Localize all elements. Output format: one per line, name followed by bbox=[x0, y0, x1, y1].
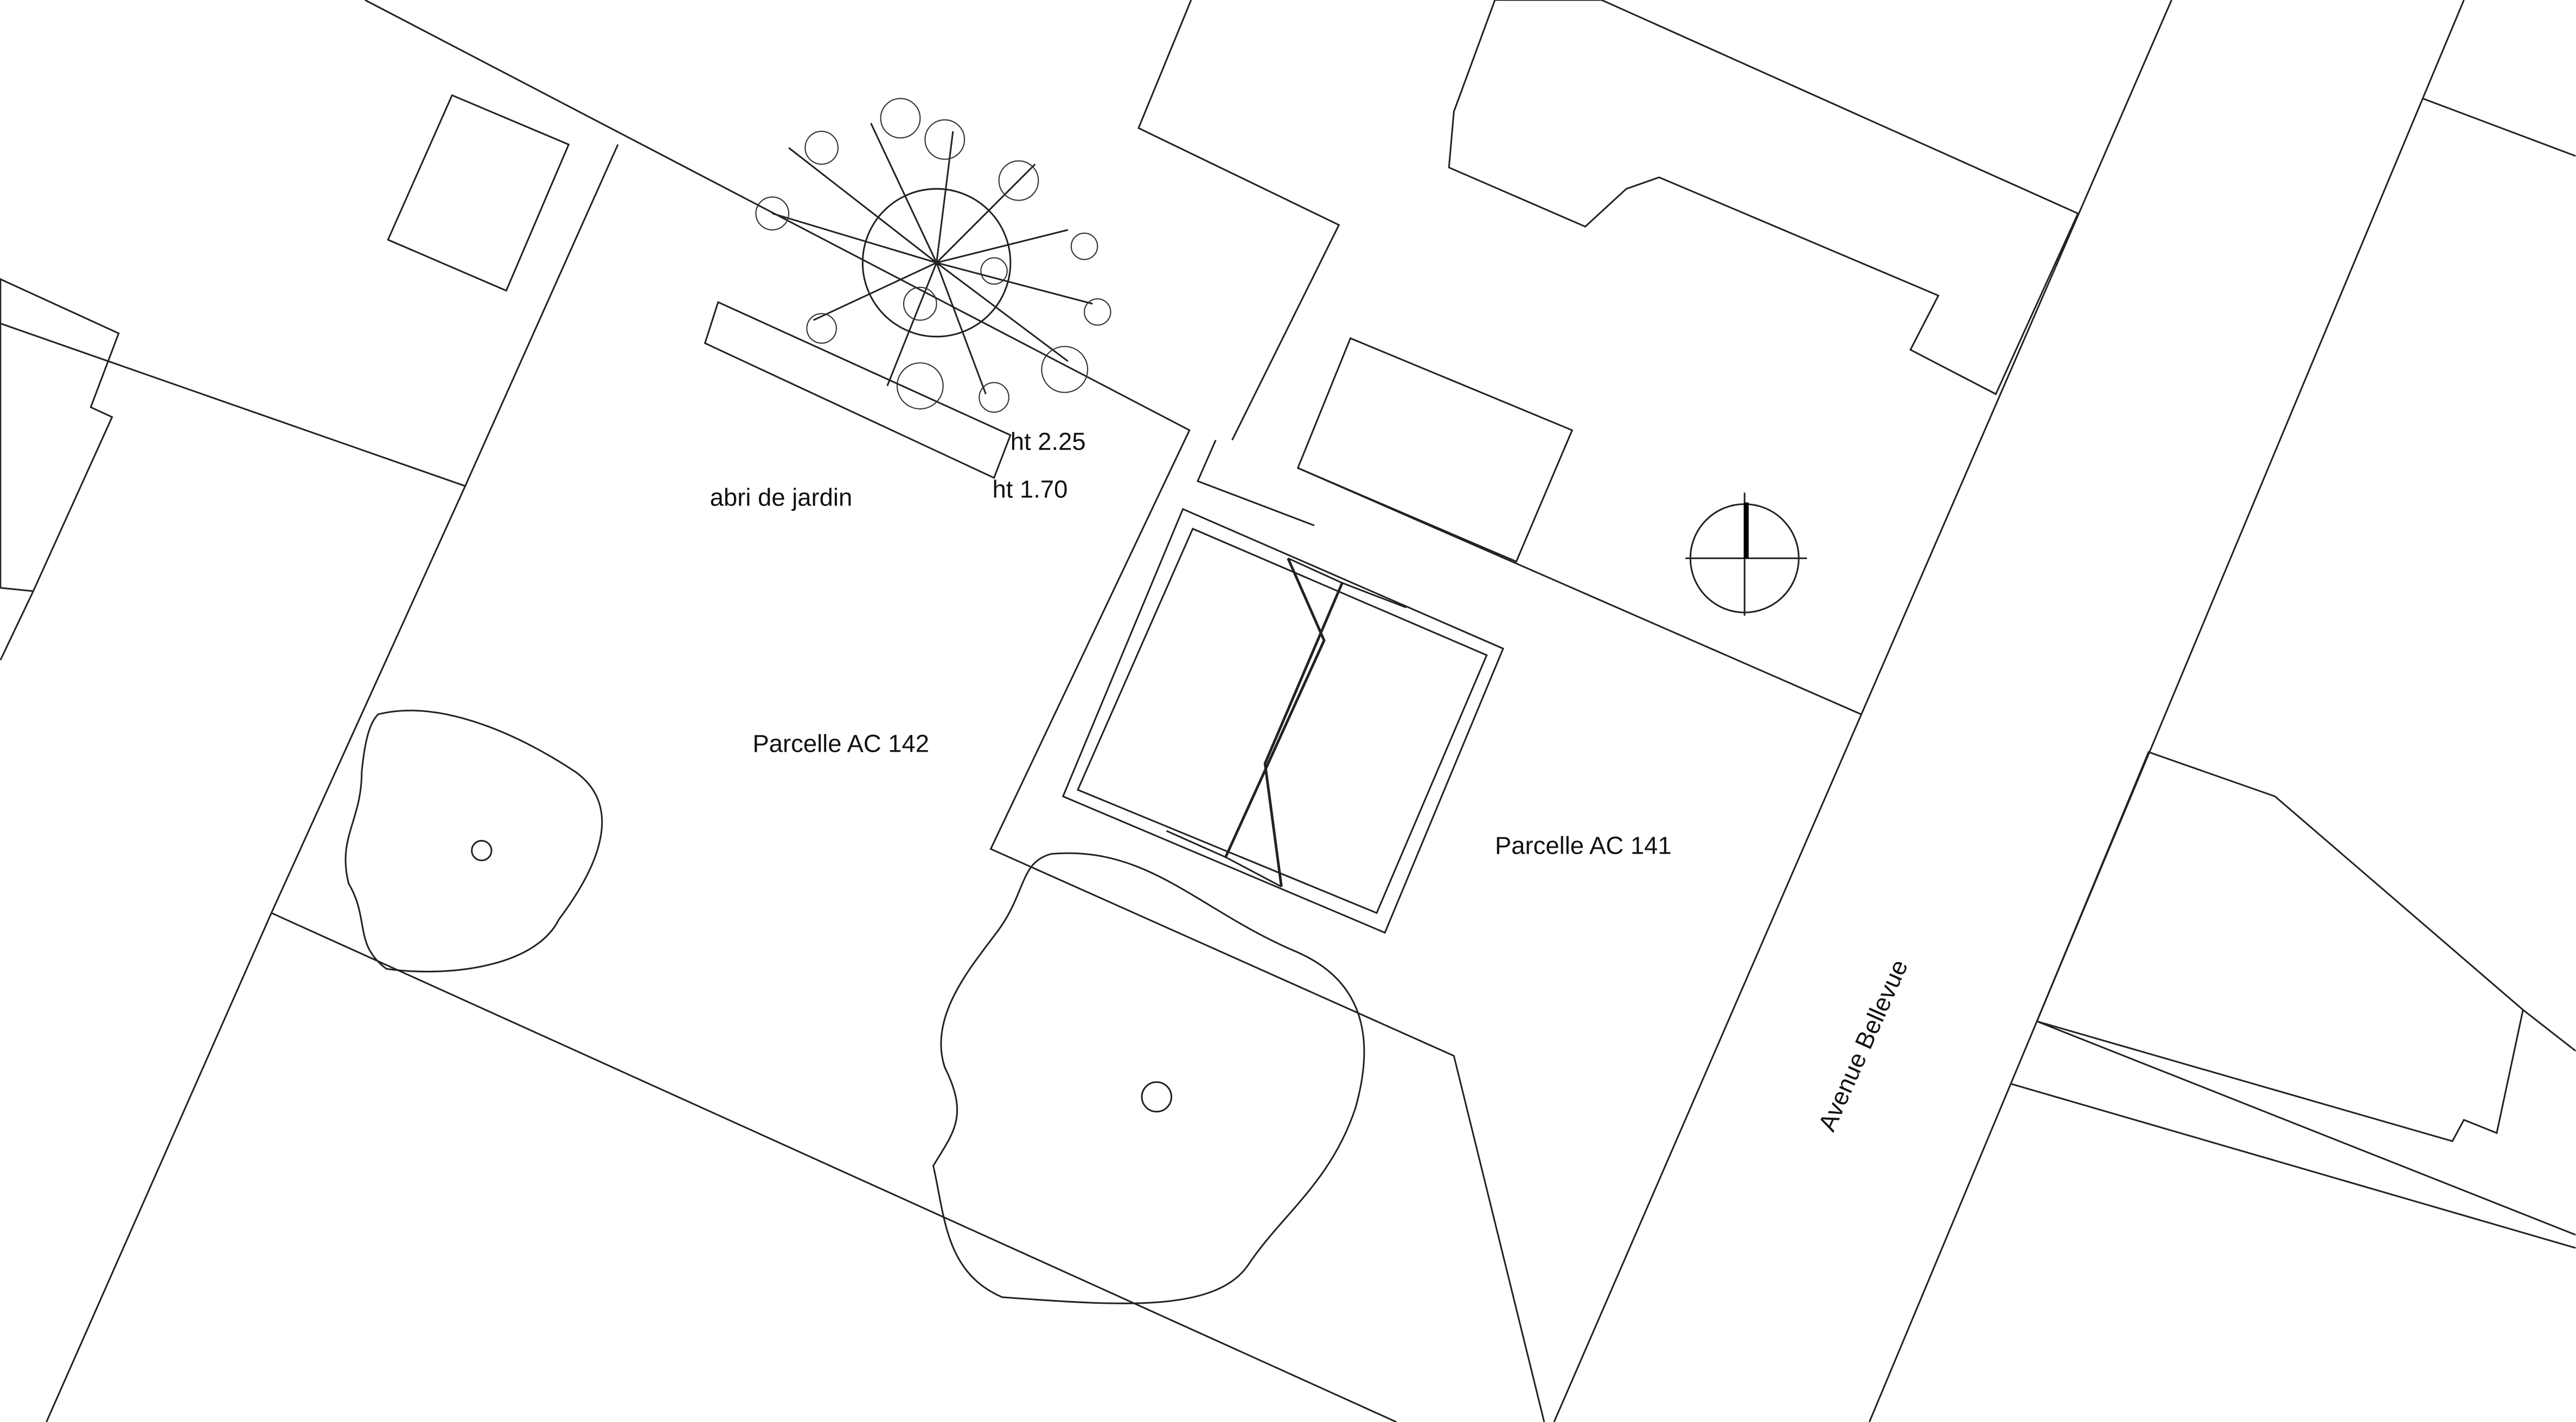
label-height-low: ht 1.70 bbox=[993, 475, 1068, 503]
garden-shed bbox=[704, 301, 1012, 479]
trees bbox=[344, 98, 1365, 1304]
neighbor-buildings bbox=[0, 0, 2524, 1143]
label-height-high: ht 2.25 bbox=[1011, 428, 1086, 456]
tree-canopy-symbol bbox=[755, 98, 1111, 413]
label-street: Avenue Bellevue bbox=[1813, 956, 1913, 1135]
label-parcel-141: Parcelle AC 141 bbox=[1495, 831, 1672, 859]
north-arrow-symbol bbox=[1685, 492, 1807, 616]
label-garden-shed: abri de jardin bbox=[710, 484, 853, 511]
house-roof bbox=[1062, 508, 1505, 934]
label-parcel-142: Parcelle AC 142 bbox=[752, 730, 929, 758]
